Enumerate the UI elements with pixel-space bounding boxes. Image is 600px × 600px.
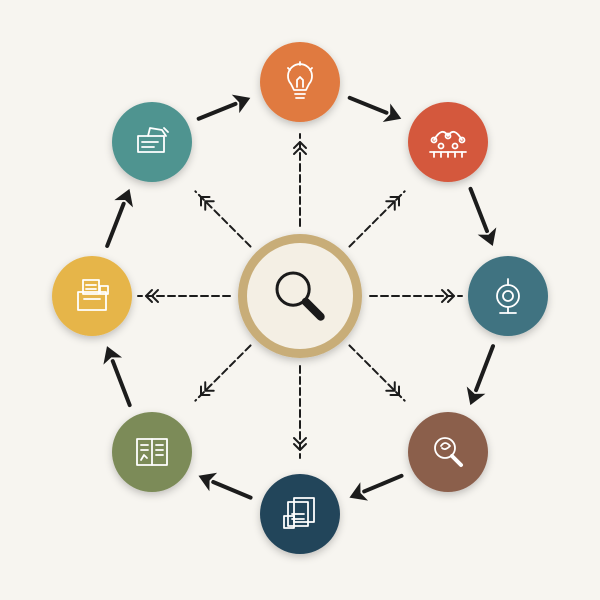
node-documents (260, 474, 340, 554)
spoke-lines (137, 133, 463, 459)
spoke-line (348, 344, 406, 402)
cycle-arrow (105, 188, 133, 248)
magnify-gear-icon (434, 437, 463, 467)
report-book-icon (136, 438, 168, 466)
node-archive (52, 256, 132, 336)
spoke-line (348, 190, 406, 248)
cycle-arrow (347, 95, 402, 123)
archive-files-icon (77, 279, 109, 311)
cycle-arrow (349, 473, 404, 501)
node-network (408, 102, 488, 182)
target-gauge-icon (496, 278, 520, 314)
node-planning (112, 102, 192, 182)
process-nodes (52, 42, 548, 554)
cycle-arrow (468, 186, 497, 246)
spoke-line (194, 190, 252, 248)
magnifying-glass-icon (275, 271, 325, 321)
node-report (112, 412, 192, 492)
hub-node (238, 234, 362, 358)
document-stack-icon (283, 497, 315, 529)
cycle-arrow (198, 472, 253, 500)
network-chart-icon (429, 130, 467, 158)
spoke-line (194, 344, 252, 402)
cycle-arrows (103, 94, 497, 501)
lightbulb-icon (287, 61, 313, 99)
spoke-line (137, 289, 231, 303)
node-analysis (408, 412, 488, 492)
planning-board-icon (137, 127, 169, 153)
cycle-arrow (466, 344, 495, 406)
cycle-arrow (103, 346, 132, 408)
node-target (468, 256, 548, 336)
spoke-line (369, 289, 463, 303)
spoke-line (293, 133, 307, 227)
spoke-line (293, 365, 307, 459)
node-idea (260, 42, 340, 122)
cycle-arrow (196, 94, 251, 121)
